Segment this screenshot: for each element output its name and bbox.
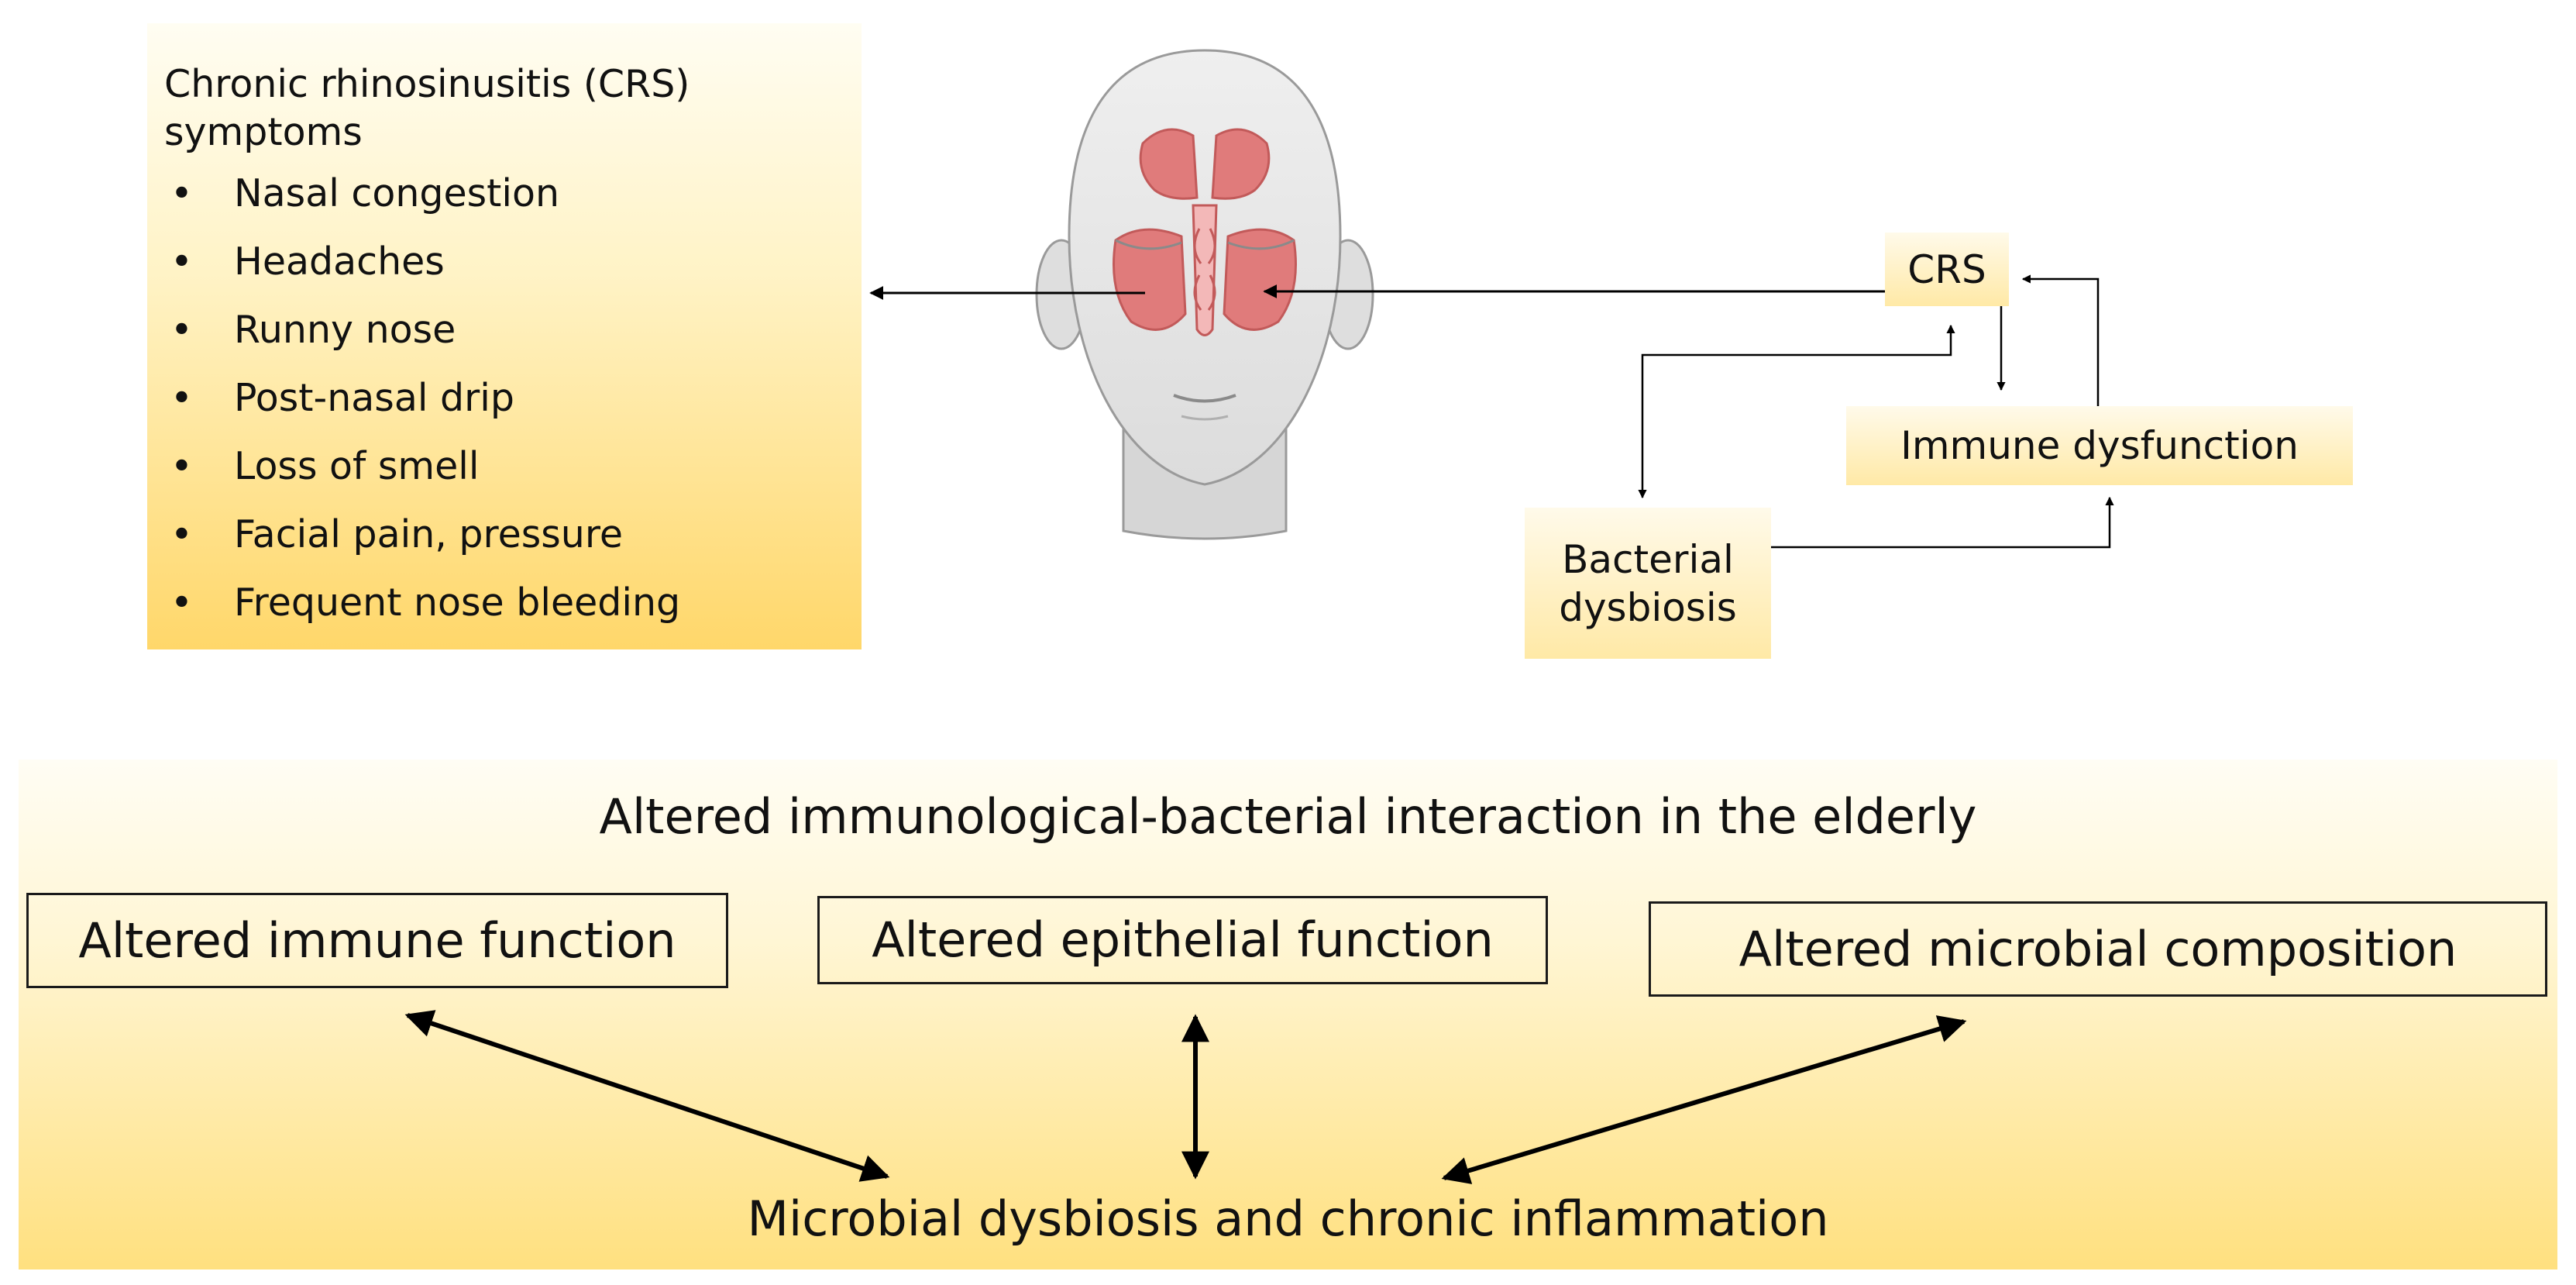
- factor-label: Altered epithelial function: [872, 911, 1494, 968]
- crs-label: CRS: [1907, 246, 1986, 292]
- arrow-microbial-composition-result: [1441, 1015, 1967, 1184]
- symptoms-panel: Chronic rhinosinusitis (CRS) symptoms • N…: [147, 23, 862, 649]
- symptom-item: • Headaches: [164, 228, 862, 296]
- symptom-item: • Runny nose: [164, 296, 862, 364]
- symptom-item: • Nasal congestion: [164, 160, 862, 228]
- bullet-icon: •: [170, 376, 193, 420]
- symptom-label: Frequent nose bleeding: [234, 580, 681, 625]
- symptom-label: Nasal congestion: [234, 171, 560, 215]
- immune-dysfunction-label: Immune dysfunction: [1900, 423, 2299, 468]
- arrow-bacterial-to-immune: [1771, 496, 2114, 549]
- symptom-label: Headaches: [234, 239, 445, 284]
- factor-epithelial-function: Altered epithelial function: [817, 896, 1548, 984]
- bottom-result: Microbial dysbiosis and chronic inflamma…: [747, 1190, 1829, 1247]
- symptoms-list: • Nasal congestion • Headaches • Runny nose…: [164, 160, 862, 637]
- factor-immune-function: Altered immune function: [26, 893, 728, 988]
- head-sinus-icon: [1035, 49, 1374, 540]
- factor-label: Altered immune function: [78, 911, 676, 969]
- bullet-icon: •: [170, 444, 193, 488]
- arrow-immune-to-crs: [2021, 274, 2100, 406]
- symptom-item: • Loss of smell: [164, 432, 862, 501]
- arrow-immune-function-result: [404, 1010, 890, 1182]
- bullet-icon: •: [170, 512, 193, 556]
- bullet-icon: •: [170, 239, 193, 284]
- symptom-item: • Frequent nose bleeding: [164, 569, 862, 637]
- symptom-label: Loss of smell: [234, 444, 480, 488]
- bacterial-dysbiosis-node: Bacterial dysbiosis: [1525, 508, 1771, 659]
- bullet-icon: •: [170, 580, 193, 625]
- crs-node: CRS: [1885, 233, 2009, 306]
- bacterial-dysbiosis-label-line2: dysbiosis: [1559, 584, 1737, 630]
- bacterial-dysbiosis-label-line1: Bacterial: [1562, 536, 1734, 582]
- symptom-label: Runny nose: [234, 308, 456, 352]
- arrow-crs-bacterial: [1638, 324, 1955, 499]
- symptom-label: Post-nasal drip: [234, 376, 514, 420]
- bullet-icon: •: [170, 308, 193, 352]
- symptom-label: Facial pain, pressure: [234, 512, 624, 556]
- symptom-item: • Facial pain, pressure: [164, 501, 862, 569]
- bullet-icon: •: [170, 171, 193, 215]
- symptoms-title: Chronic rhinosinusitis (CRS) symptoms: [164, 62, 690, 154]
- bottom-panel-title: Altered immunological-bacterial interact…: [599, 788, 1977, 845]
- factor-microbial-composition: Altered microbial composition: [1649, 901, 2547, 997]
- symptom-item: • Post-nasal drip: [164, 364, 862, 432]
- factor-label: Altered microbial composition: [1739, 920, 2457, 977]
